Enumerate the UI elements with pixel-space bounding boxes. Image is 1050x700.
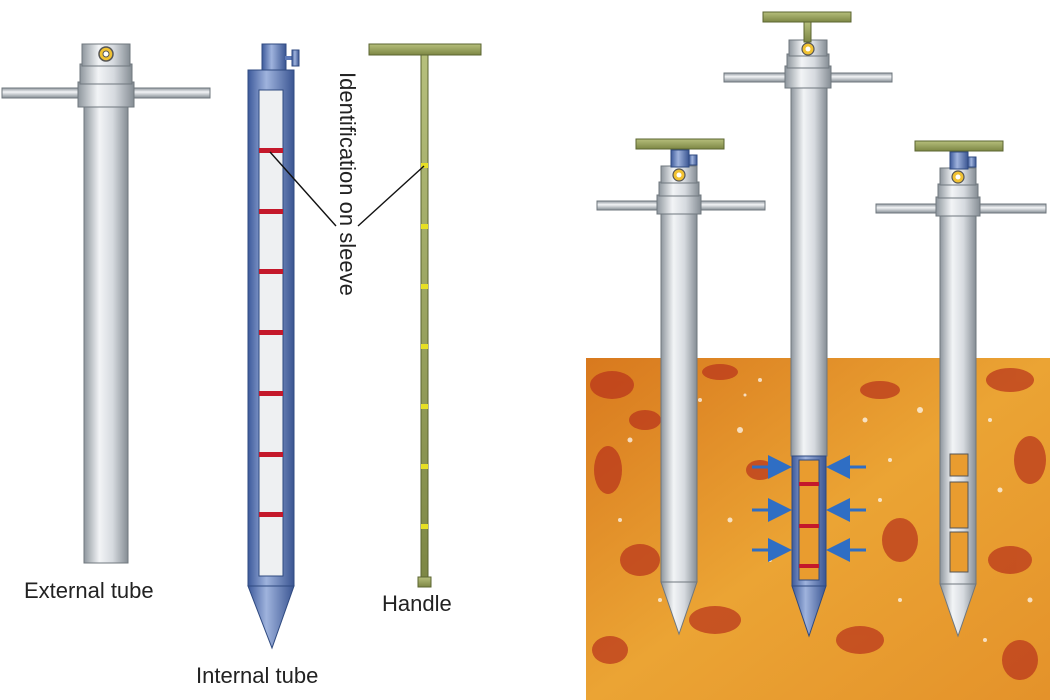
external-tube-collar <box>77 81 135 108</box>
handle-crossbar <box>368 43 482 56</box>
sampler-assembled-2 <box>723 11 893 638</box>
soil-pressure-arrows <box>752 455 866 562</box>
external-tube-head <box>79 63 133 85</box>
label-identification: Identification on sleeve <box>335 72 360 296</box>
label-handle: Handle <box>382 591 452 616</box>
external-tube-body <box>83 104 129 564</box>
external-tube <box>1 43 211 564</box>
internal-tube <box>247 43 300 650</box>
label-internal-tube: Internal tube <box>196 663 318 688</box>
label-external-tube: External tube <box>24 578 154 603</box>
handle-rod <box>368 43 482 588</box>
internal-tube-tip <box>247 585 295 650</box>
sampler-assembled-3 <box>875 140 1047 638</box>
identification-callout-lines <box>269 151 425 227</box>
sampler-assembled-1 <box>596 138 766 636</box>
handle-shaft <box>420 54 429 578</box>
handle-foot <box>417 576 432 588</box>
sleeve-marks <box>259 148 283 517</box>
